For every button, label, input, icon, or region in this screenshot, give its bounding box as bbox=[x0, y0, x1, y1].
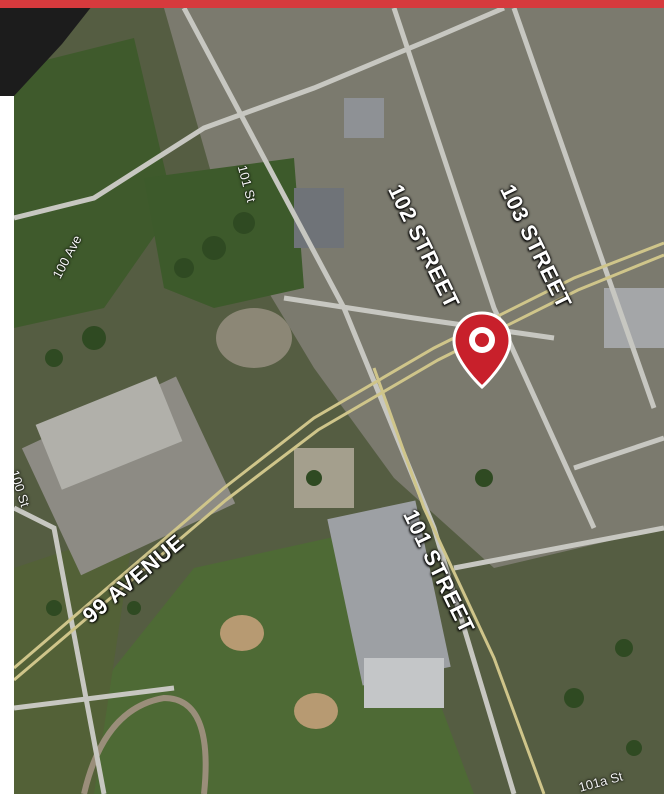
map-background bbox=[14, 8, 664, 794]
location-pin-icon[interactable] bbox=[450, 311, 514, 391]
corner-dark-tab bbox=[0, 0, 92, 96]
satellite-map[interactable]: 102 STREET 103 STREET 101 STREET 99 AVEN… bbox=[14, 8, 664, 794]
top-red-bar bbox=[0, 0, 664, 8]
